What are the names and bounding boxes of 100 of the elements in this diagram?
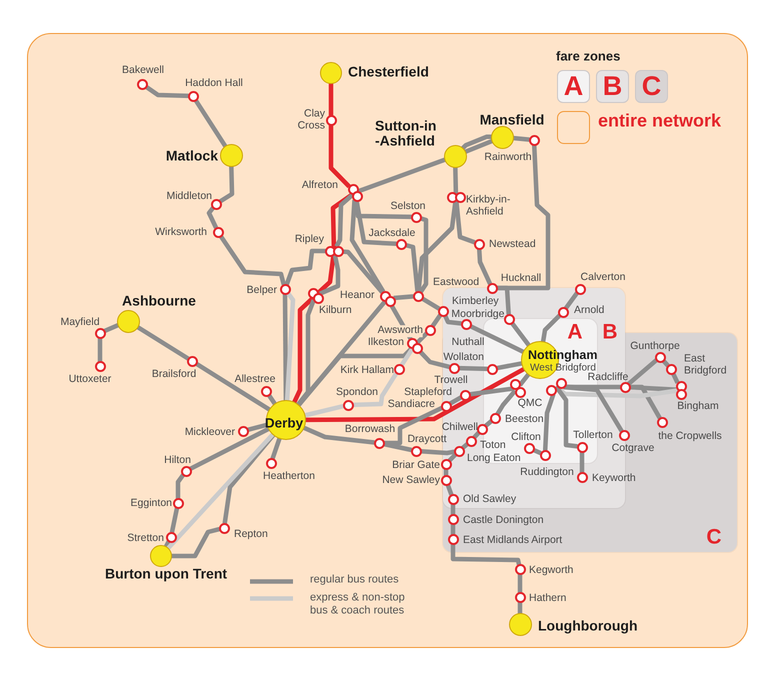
route-line: [246, 422, 268, 432]
stop-name: Alfreton: [302, 180, 338, 192]
route-line: [284, 291, 296, 402]
route-line: [448, 395, 462, 406]
route-line: [554, 384, 678, 398]
stop-name: Old Sawley: [463, 494, 516, 506]
stop-name: Arnold: [574, 305, 604, 317]
stop-name: Trowell: [434, 375, 468, 387]
stop-name: QMC: [518, 398, 542, 410]
route-line: [400, 348, 414, 366]
zone-letter: A: [564, 73, 584, 100]
stop-name: Heanor: [340, 290, 374, 302]
route-line: [328, 83, 334, 116]
route-line: [302, 426, 375, 445]
route-line: [460, 134, 492, 150]
stop-name: Radcliffe: [588, 372, 628, 384]
route-line: [292, 296, 315, 404]
route-line: [218, 234, 286, 286]
stop-name: Chilwell: [442, 422, 478, 434]
route-line: [496, 361, 523, 370]
route-line: [420, 449, 455, 456]
town-name: Chesterfield: [348, 64, 429, 80]
stop-name: Brailsford: [152, 369, 196, 381]
stop-name: West Bridgford: [530, 362, 596, 374]
route-line: [448, 452, 458, 462]
route-line: [418, 350, 450, 370]
route-line: [469, 324, 525, 354]
stop-name: Hathern: [529, 593, 566, 605]
route-line: [415, 332, 428, 345]
route-line: [218, 165, 234, 204]
stop-name: Cotgrave: [612, 443, 654, 455]
town-name: Burton upon Trent: [104, 566, 228, 582]
stop-name: Kegworth: [529, 565, 574, 577]
stop-name: Moorbridge: [451, 308, 504, 320]
stop-name: Tollerton: [573, 430, 613, 442]
route-line: [176, 473, 186, 498]
town-name: Mansfield: [480, 112, 544, 128]
stop-name: Awsworth: [378, 325, 423, 337]
route-line: [171, 526, 220, 558]
route-line: [450, 544, 522, 566]
legend-text: express & non-stop bus & coach routes: [310, 591, 406, 617]
stop-name: Repton: [234, 529, 268, 541]
stop-name: Stapleford: [404, 387, 452, 399]
stop-name: Stretton: [127, 533, 164, 545]
route-line: [418, 216, 428, 294]
stop-name: Ilkeston: [368, 337, 404, 349]
stop-name: Draycott: [407, 434, 447, 446]
stop-name: Clay Cross: [296, 108, 325, 132]
route-line: [319, 254, 340, 296]
route-line: [316, 254, 336, 295]
stop-name: Middleton: [166, 191, 212, 203]
route-line: [328, 124, 351, 188]
route-line: [430, 313, 442, 328]
stop-name: Selston: [390, 201, 426, 213]
route-line: [458, 366, 488, 372]
route-line: [304, 366, 526, 422]
route-line: [304, 404, 344, 418]
town-name: Loughborough: [538, 618, 638, 634]
zone-letter: B: [602, 73, 622, 100]
stop-name: Clifton: [511, 432, 541, 444]
stop-name: Sandiacre: [388, 399, 435, 411]
route-line: [266, 393, 278, 406]
stop-name: New Sawley: [382, 475, 440, 487]
route-line: [144, 84, 189, 98]
stop-name: Mayfield: [60, 317, 100, 329]
stop-name: Toton: [480, 440, 506, 452]
stop-name: East Midlands Airport: [463, 535, 562, 547]
stop-name: Kirkby-in- Ashfield: [466, 194, 512, 218]
route-line: [442, 314, 462, 326]
route-line: [464, 138, 494, 154]
route-line: [416, 200, 458, 292]
route-line: [282, 293, 288, 402]
stop-name: Calverton: [580, 272, 626, 284]
route-line: [626, 358, 658, 386]
stop-name: Borrowash: [344, 424, 396, 436]
route-line: [393, 294, 414, 300]
town-name: Ashbourne: [122, 293, 196, 309]
route-line: [136, 324, 190, 360]
stop-name: Long Eaton: [467, 453, 521, 465]
route-line: [445, 483, 454, 496]
route-line: [270, 437, 282, 460]
route-line: [554, 385, 578, 449]
stop-name: Kimberley: [452, 296, 499, 308]
route-line: [564, 291, 580, 310]
route-line: [188, 426, 270, 471]
route-line: [103, 323, 120, 334]
zone-letter: A: [567, 322, 583, 342]
stop-name: Ripley: [294, 234, 324, 246]
stop-name: Hucknall: [500, 273, 542, 285]
stop-name: Jacksdale: [368, 228, 416, 240]
legend-heading: fare zones: [556, 48, 620, 64]
route-line: [194, 98, 228, 148]
route-line: [670, 372, 680, 384]
stop-name: Spondon: [336, 387, 378, 399]
zone-letter: C: [642, 73, 662, 100]
route-line: [420, 296, 440, 311]
route-line: [334, 193, 354, 248]
stop-name: Mickleover: [184, 427, 235, 439]
route-line: [350, 200, 386, 293]
stop-name: Ruddington: [520, 467, 574, 479]
